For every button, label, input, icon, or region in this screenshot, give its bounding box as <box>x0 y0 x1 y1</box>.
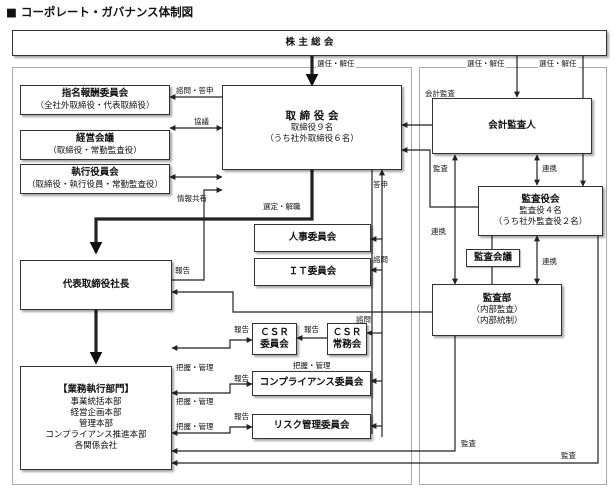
audit-dept-title: 監査部 <box>482 292 512 304</box>
label-audit-3: 監査 <box>561 451 576 460</box>
audit-dept-sub2: （内部統制） <box>471 316 523 327</box>
ceo-box[interactable]: 代表取締役社長 <box>20 260 172 310</box>
label-elect-auditor-ext: 選任・解任 <box>466 59 506 68</box>
executive-members: （取締役・執行役員・常勤監査役） <box>26 179 163 190</box>
ceo-report-arrow <box>172 187 223 281</box>
label-control-3: 把握・管理 <box>176 397 214 406</box>
operations-item: 事業統括本部 <box>70 396 122 407</box>
board-box[interactable]: 取 締 役 会 取締役９名 （うち社外取締役６名） <box>222 85 402 170</box>
accounting-auditor-title: 会計監査人 <box>488 119 536 131</box>
audit-report-arrow <box>171 289 432 313</box>
label-report-back: 答申 <box>373 180 388 189</box>
label-elect-auditors: 選任・解任 <box>538 59 578 68</box>
audit-board-title: 監査役会 <box>521 193 560 205</box>
board-outside: （うち社外取締役６名） <box>265 134 359 145</box>
label-control-1: 把握・管理 <box>176 363 214 372</box>
compliance-title: コンプライアンス委員会 <box>259 377 364 389</box>
management-members: （取締役・常勤監査役） <box>48 145 142 156</box>
label-link-2: 連携 <box>431 227 446 236</box>
accounting-auditor-box[interactable]: 会計監査人 <box>432 98 592 154</box>
audit-board-arrow <box>401 147 478 208</box>
label-appoint-dismiss: 選定・解職 <box>263 202 301 211</box>
auditors-ops-arrow <box>171 232 599 466</box>
label-report-2: 報告 <box>304 325 319 334</box>
compliance-committee-box[interactable]: コンプライアンス委員会 <box>252 371 371 396</box>
ceo-title: 代表取締役社長 <box>62 278 130 290</box>
audit-board-members: 監査役４名 <box>519 206 562 217</box>
label-report-4: 報告 <box>234 412 249 421</box>
label-audit-1: 監査 <box>433 164 448 173</box>
label-info-share: 情報共有 <box>177 194 207 203</box>
ops-csr-arrow <box>171 337 253 351</box>
operations-item: 管理本部 <box>78 418 113 429</box>
operations-title: 【業務執行部門】 <box>57 384 134 396</box>
nomination-members: （全社外取締役・代表取締役） <box>35 100 155 111</box>
label-report-ceo: 報告 <box>175 266 190 275</box>
csr-office-box[interactable]: ＣＳＲ 常務会 <box>327 323 367 355</box>
label-link-1: 連携 <box>542 164 557 173</box>
shareholders-meeting-box[interactable]: 株 主 総 会 <box>12 30 607 56</box>
operations-item: コンプライアンス推進本部 <box>45 429 147 440</box>
label-coop-council: 協議 <box>194 117 209 126</box>
nomination-committee-box[interactable]: 指名報酬委員会 （全社外取締役・代表取締役） <box>20 85 170 115</box>
audit-meeting-box[interactable]: 監査会議 <box>466 249 520 267</box>
ops-compliance-arrow <box>171 381 253 396</box>
audit-department-box[interactable]: 監査部 （内部監査） （内部統制） <box>432 284 562 336</box>
operations-item: 各関係会社 <box>74 440 118 451</box>
hr-committee-box[interactable]: 人事委員会 <box>254 224 371 252</box>
label-link-3: 連携 <box>542 257 557 266</box>
audit-board-box[interactable]: 監査役会 監査役４名 （うち社外監査役２名） <box>478 186 603 236</box>
csr-office-sub: 常務会 <box>332 339 362 350</box>
board-members: 取締役９名 <box>290 123 334 134</box>
label-control-2: 把握・管理 <box>293 361 331 370</box>
nomination-title: 指名報酬委員会 <box>61 88 129 100</box>
shareholders-title: 株 主 総 会 <box>285 36 334 48</box>
audit-meeting-title: 監査会議 <box>473 251 512 263</box>
label-report-3: 報告 <box>234 374 249 383</box>
csr-committee-title: ＣＳＲ <box>260 326 289 338</box>
label-consult: 諮問・答申 <box>176 86 214 95</box>
label-consult-2: 諮問 <box>373 255 388 264</box>
audit-board-outside: （うち社外監査役２名） <box>493 217 588 228</box>
risk-title: リスク管理委員会 <box>273 420 350 432</box>
executive-committee-box[interactable]: 執行役員会 （取締役・執行役員・常勤監査役） <box>20 164 170 194</box>
operations-item: 経営企画本部 <box>70 407 122 418</box>
it-title: ＩＴ委員会 <box>288 265 337 277</box>
csr-committee-sub: 委員会 <box>260 339 289 350</box>
ops-risk-arrow <box>171 424 253 436</box>
label-acct-audit: 会計監査 <box>425 89 455 98</box>
csr-office-title: ＣＳＲ <box>332 326 362 338</box>
label-audit-2: 監査 <box>461 439 476 448</box>
management-title: 経営会議 <box>75 133 114 145</box>
csr-committee-box[interactable]: ＣＳＲ 委員会 <box>252 323 297 355</box>
risk-committee-box[interactable]: リスク管理委員会 <box>252 414 371 439</box>
management-council-box[interactable]: 経営会議 （取締役・常勤監査役） <box>20 130 170 160</box>
label-control-4: 把握・管理 <box>176 422 214 431</box>
executive-title: 執行役員会 <box>71 167 119 179</box>
page-title: ■ コーポレート・ガバナンス体制図 <box>6 5 194 19</box>
execution-region <box>12 67 412 485</box>
audit-region <box>419 67 607 485</box>
audit-ops-arrow <box>171 336 456 454</box>
label-report-1: 報告 <box>234 325 249 334</box>
operations-box[interactable]: 【業務執行部門】 事業統括本部 経営企画本部 管理本部 コンプライアンス推進本部… <box>20 366 172 470</box>
label-consult-3: 諮問 <box>356 315 371 324</box>
board-title: 取 締 役 会 <box>285 109 339 122</box>
label-elect-board: 選任・解任 <box>316 59 356 68</box>
hr-title: 人事委員会 <box>288 231 337 243</box>
audit-dept-sub1: （内部監査） <box>471 305 523 316</box>
it-committee-box[interactable]: ＩＴ委員会 <box>254 258 371 286</box>
